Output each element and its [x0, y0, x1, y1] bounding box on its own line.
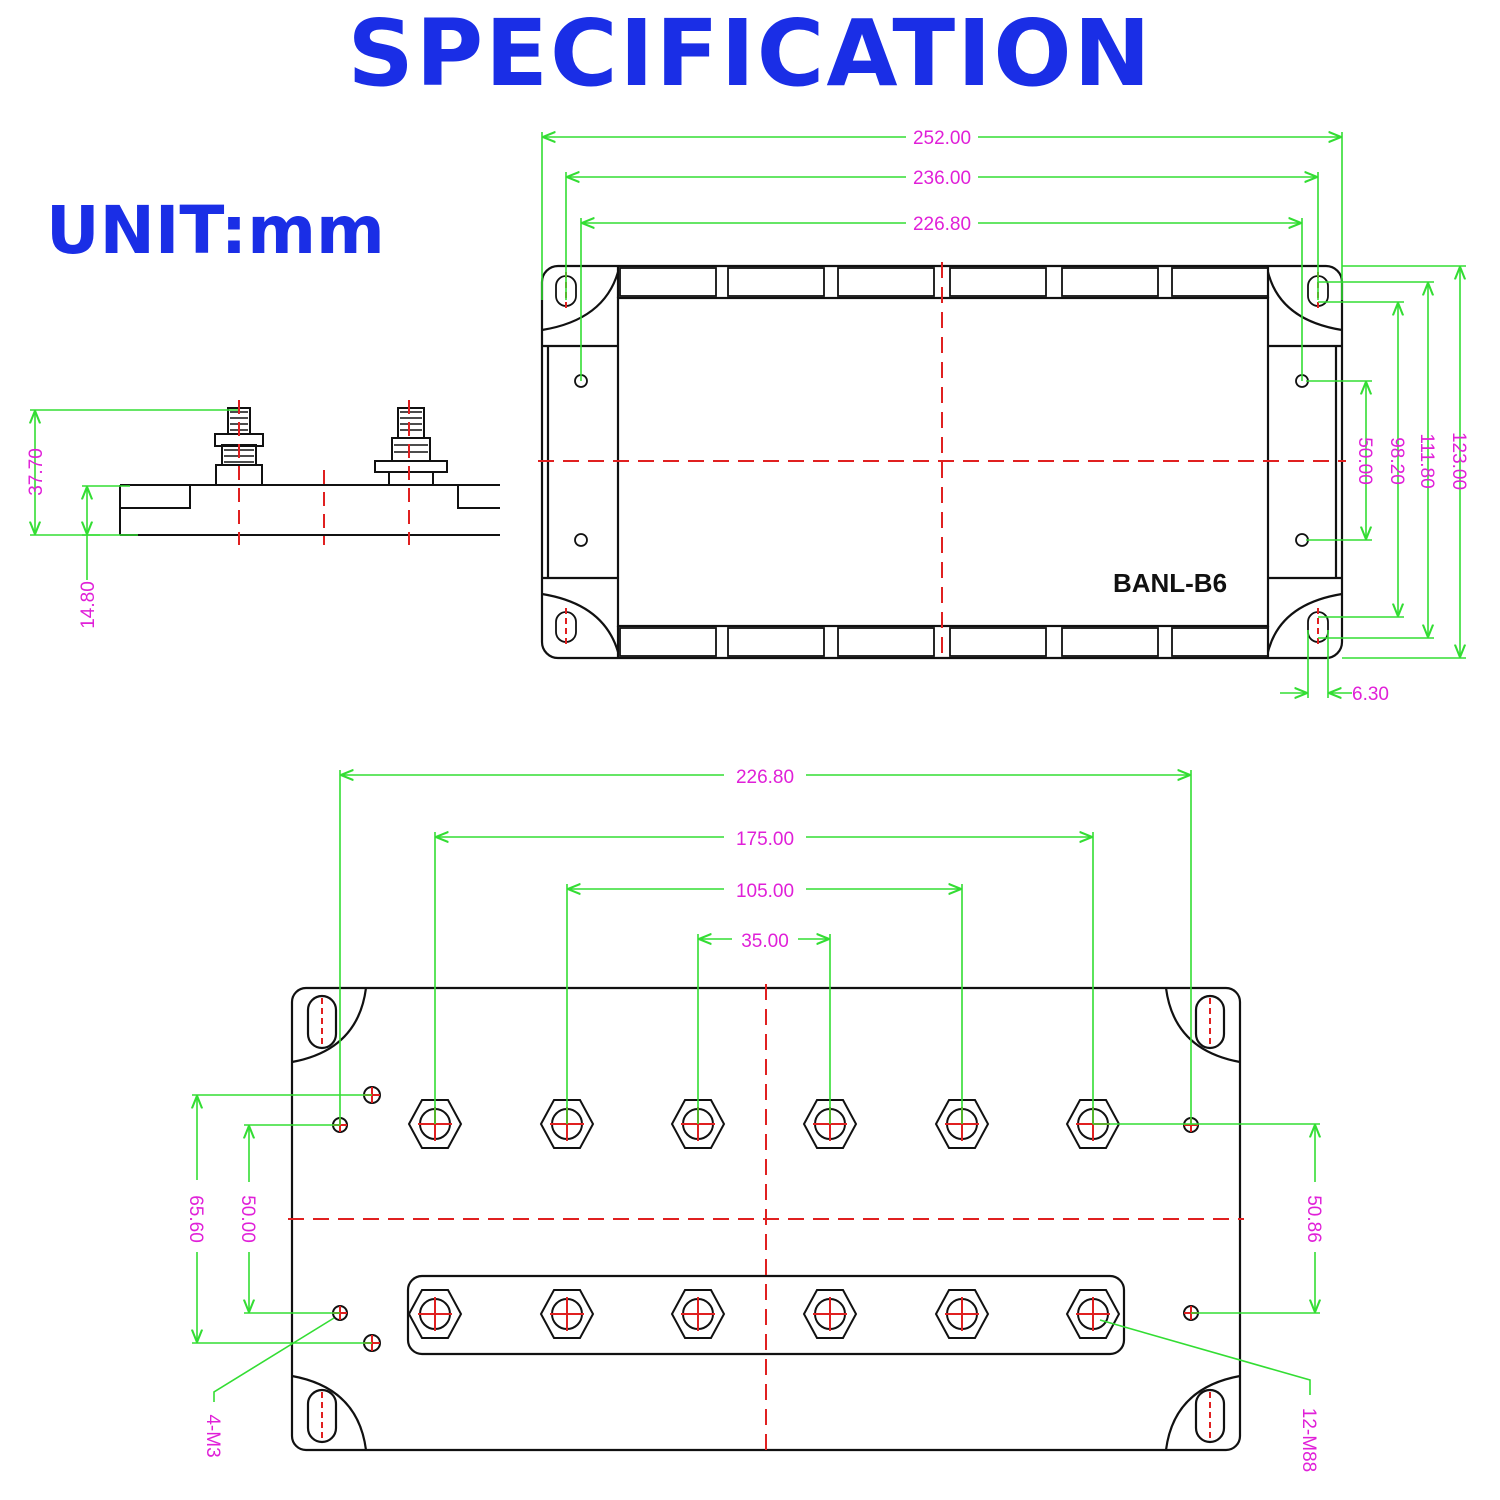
label-bg [906, 166, 978, 188]
label-bg [906, 126, 978, 148]
top-slots [555, 267, 1329, 657]
terminals-bottom-row [407, 1289, 1121, 1339]
dim-height-left-inner: 50.00 [237, 1195, 258, 1243]
dim-height-holes: 50.00 [1354, 437, 1375, 485]
callout-m3: 4-M3 [202, 1414, 223, 1457]
label-bg [238, 1182, 260, 1252]
top-dimension-lines [541, 132, 1466, 698]
label-bg [724, 878, 806, 900]
model-label: BANL-B6 [1113, 568, 1227, 598]
label-bg [186, 1180, 208, 1252]
label-bg [724, 826, 806, 848]
label-bg [724, 764, 806, 786]
dim-height-overall: 123.00 [1448, 432, 1469, 490]
page-title: SPECIFICATION [347, 0, 1153, 107]
dim-span-terminals-middle: 105.00 [736, 881, 794, 902]
callout-m8: 12-M88 [1298, 1408, 1319, 1472]
bottom-centerlines [288, 984, 1244, 1454]
side-view: 37.70 14.80 [26, 400, 500, 629]
bottom-view: 226.80 175.00 105.00 35.00 65.60 50.00 5… [185, 764, 1326, 1472]
label-bg [1304, 1182, 1326, 1252]
dim-height-inner: 98.20 [1386, 437, 1407, 485]
dim-height-total: 37.70 [26, 448, 47, 496]
label-bg [906, 212, 978, 234]
dim-height-slots: 111.80 [1416, 433, 1437, 488]
dim-span-outer-holes: 226.80 [736, 767, 794, 788]
dim-height-left-outer: 65.60 [185, 1195, 206, 1243]
dim-width-overall: 252.00 [913, 128, 971, 149]
dim-slot-width: 6.30 [1352, 684, 1389, 705]
top-centerlines [538, 262, 1346, 662]
dim-width-slots: 236.00 [913, 168, 971, 189]
dim-span-terminals-inner: 35.00 [741, 931, 789, 952]
dim-span-terminals-outer: 175.00 [736, 829, 794, 850]
dim-height-right: 50.86 [1303, 1195, 1324, 1243]
dim-height-base: 14.80 [78, 581, 99, 629]
bottom-dimension-lines [192, 770, 1320, 1402]
side-centerlines [238, 400, 410, 545]
label-bg [732, 928, 798, 950]
side-dimension-lines [30, 409, 238, 580]
terminals-top-row [407, 1099, 1121, 1149]
top-view: BANL-B6 252.00 [538, 126, 1469, 705]
unit-label: UNIT:mm [46, 192, 385, 269]
dim-width-holes: 226.80 [913, 214, 971, 235]
